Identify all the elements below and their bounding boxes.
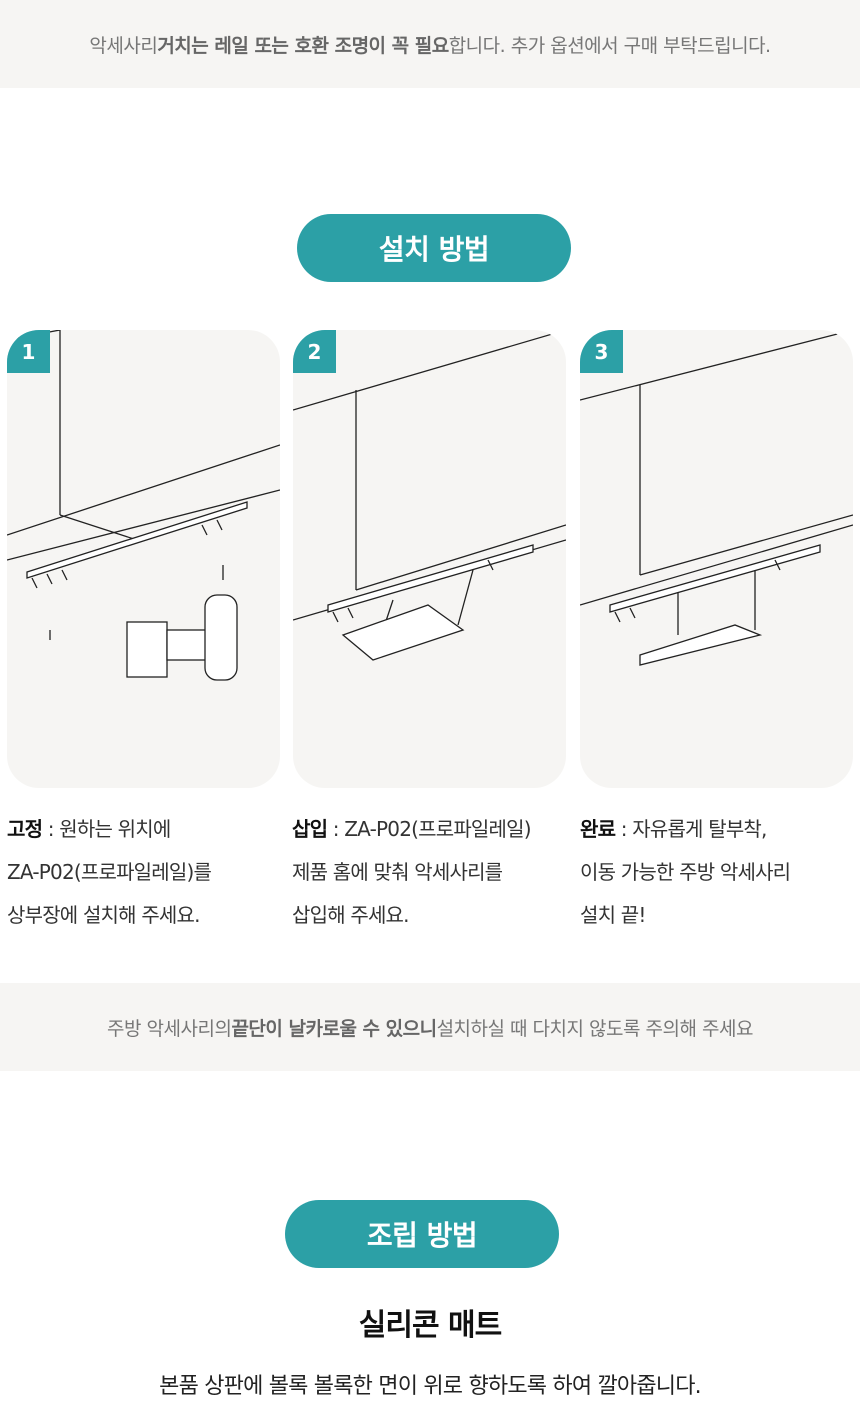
step-line: : 원하는 위치에 — [42, 817, 171, 841]
step-line: : 자유롭게 탈부착, — [615, 817, 768, 841]
silicone-mat-title: 실리콘 매트 — [358, 1308, 502, 1343]
step-line: ZA-P02(프로파일레일)를 — [7, 860, 212, 884]
step-number-badge: 2 — [293, 330, 336, 373]
assembly-method-heading: 조립 방법 — [285, 1200, 559, 1268]
install-complete-illustration — [580, 330, 853, 666]
step-card-2: 2 — [293, 330, 566, 788]
notice-text: 악세사리 — [89, 34, 158, 57]
step-title: 완료 — [580, 817, 616, 841]
step-number-badge: 1 — [7, 330, 50, 373]
caution-bold: 끝단이 날카로울 수 있으니 — [231, 1017, 437, 1040]
step-line: 상부장에 설치해 주세요. — [7, 903, 200, 927]
step-card-1: 1 — [7, 330, 280, 788]
step-title: 고정 — [7, 817, 43, 841]
caution-text: 주방 악세사리의 — [107, 1017, 232, 1040]
step-number-badge: 3 — [580, 330, 623, 373]
step-description-3: 완료 : 자유롭게 탈부착, 이동 가능한 주방 악세사리 설치 끝! — [580, 808, 791, 937]
step-title: 삽입 — [292, 817, 328, 841]
step-line: 삽입해 주세요. — [292, 903, 410, 927]
step-card-3: 3 — [580, 330, 853, 788]
step-line: : ZA-P02(프로파일레일) — [327, 817, 532, 841]
notice-text: 합니다. 추가 옵션에서 구매 부탁드립니다. — [448, 34, 771, 57]
install-fix-illustration — [7, 330, 280, 681]
step-line: 제품 홈에 맞춰 악세사리를 — [292, 860, 503, 884]
step-line: 설치 끝! — [580, 903, 646, 927]
notice-bold: 거치는 레일 또는 호환 조명이 꼭 필요 — [157, 34, 449, 57]
install-method-heading: 설치 방법 — [297, 214, 571, 282]
step-description-2: 삽입 : ZA-P02(프로파일레일) 제품 홈에 맞춰 악세사리를 삽입해 주… — [292, 808, 532, 937]
silicone-mat-description: 본품 상판에 볼록 볼록한 면이 위로 향하도록 하여 깔아줍니다. — [159, 1374, 702, 1399]
caution-text: 설치하실 때 다치지 않도록 주의해 주세요 — [436, 1017, 754, 1040]
install-insert-illustration — [293, 330, 566, 661]
step-description-1: 고정 : 원하는 위치에 ZA-P02(프로파일레일)를 상부장에 설치해 주세… — [7, 808, 212, 937]
caution-notice: 주방 악세사리의 끝단이 날카로울 수 있으니 설치하실 때 다치지 않도록 주… — [0, 983, 860, 1071]
step-line: 이동 가능한 주방 악세사리 — [580, 860, 791, 884]
